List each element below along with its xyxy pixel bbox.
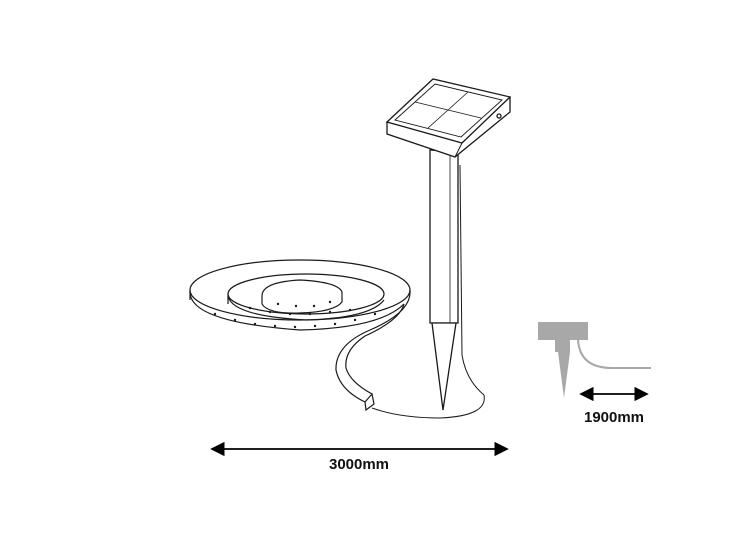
cable-length-label: 1900mm [583,409,645,426]
cable [371,164,485,419]
stake-cable-icon [538,322,651,398]
strip-length-label: 3000mm [328,456,390,473]
solar-panel-stake-illustration [385,78,512,411]
led-strip-coil-illustration [189,259,411,412]
